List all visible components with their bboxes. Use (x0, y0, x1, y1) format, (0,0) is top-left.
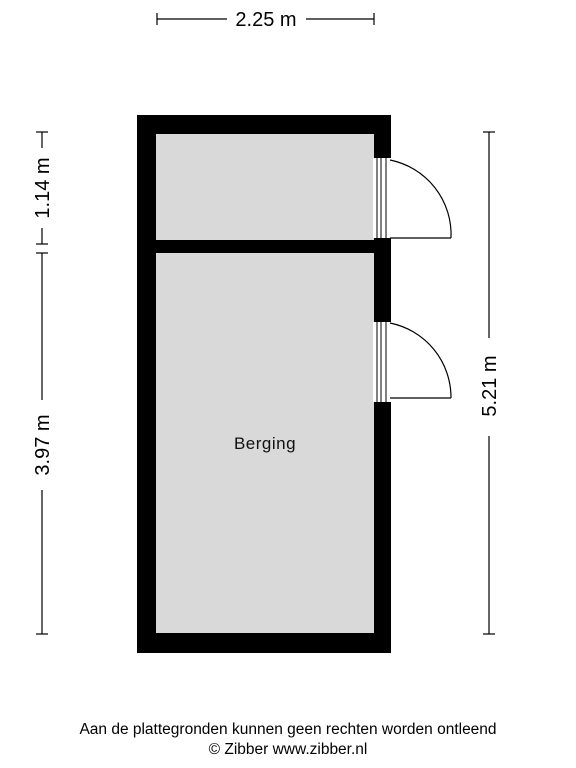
footer-copyright: © Zibber www.zibber.nl (208, 741, 368, 758)
room-label-storage: Berging (234, 434, 296, 453)
dimension-height-right: 5.21 m (479, 131, 501, 635)
footer-disclaimer: Aan de plattegronden kunnen geen rechten… (79, 721, 497, 738)
door-opening-upper (373, 158, 392, 238)
dimension-width-top: 2.25 m (156, 9, 375, 31)
door-upper (376, 158, 452, 239)
building (137, 115, 392, 653)
dimension-height-left-upper: 1.14 m (32, 131, 54, 245)
upper-room-floor (156, 134, 374, 240)
dimension-height-left-lower: 3.97 m (32, 252, 54, 635)
door-opening-lower (373, 322, 392, 402)
door-swing-arc (389, 159, 452, 239)
wall-jamb (374, 402, 390, 406)
dimension-height-upper-label: 1.14 m (32, 157, 54, 218)
wall-jamb (374, 318, 390, 322)
storage-room-floor (156, 253, 374, 633)
dimension-height-right-label: 5.21 m (479, 355, 501, 416)
wall-jamb (374, 154, 390, 158)
door-lower (376, 322, 452, 402)
dimension-height-lower-label: 3.97 m (32, 414, 54, 475)
dimension-width-label: 2.25 m (235, 9, 296, 31)
door-swing-arc (389, 322, 452, 399)
wall-jamb (374, 238, 390, 242)
